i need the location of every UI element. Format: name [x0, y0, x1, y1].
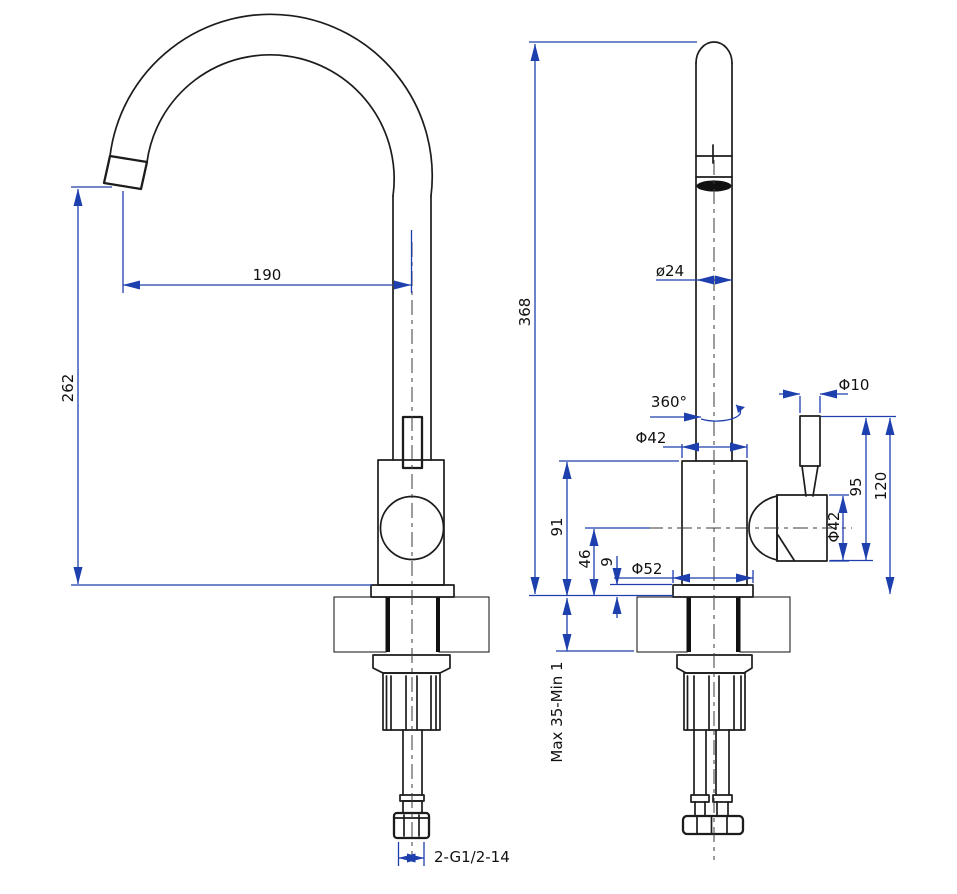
- dim-label-inlet-thread: 2-G1/2-14: [434, 848, 510, 866]
- dim-label-swivel: 360°: [651, 393, 687, 411]
- front-view: 190 262 2-G1/2-14: [59, 13, 510, 866]
- side-aerator-slot: [696, 180, 732, 192]
- dim-label-body-height: 91: [548, 517, 566, 536]
- dim-label-tube-dia: ø24: [656, 262, 684, 280]
- side-lever-grip: [799, 415, 821, 467]
- side-view: 368 ø24 360° Φ42 Φ10 95 120: [516, 41, 896, 860]
- front-spout-inner-arc: [146, 54, 396, 197]
- dim-label-flange-dia: Φ52: [632, 560, 663, 578]
- front-spout-outer-arc: [109, 13, 434, 197]
- dim-label-body-dia: Φ42: [636, 429, 667, 447]
- dim-label-95: 95: [847, 477, 865, 496]
- dim-label-handle-axis: 46: [576, 549, 594, 568]
- side-hose-nuts: [681, 814, 745, 836]
- dim-label-spout-reach: 190: [253, 266, 282, 284]
- front-faucet-body: [102, 13, 455, 860]
- dim-label-handle-dia: Φ42: [825, 512, 843, 543]
- front-countertop: [333, 596, 490, 653]
- dim-label-lever-dia: Φ10: [839, 376, 870, 394]
- side-lever-stem: [801, 465, 807, 497]
- dim-label-overall-height: 368: [516, 298, 534, 327]
- side-countertop: [636, 596, 791, 653]
- dim-label-spout-height: 262: [59, 374, 77, 403]
- front-spout-tip: [102, 154, 149, 191]
- dim-label-flange-thickness: 9: [598, 557, 616, 567]
- dim-label-120: 120: [872, 472, 890, 501]
- side-tube-dome: [695, 41, 733, 64]
- side-base-flange: [672, 584, 754, 598]
- side-dimensions: 368 ø24 360° Φ42 Φ10 95 120: [516, 41, 896, 763]
- side-faucet-body: [648, 41, 852, 860]
- front-dimensions: 190 262 2-G1/2-14: [59, 186, 510, 866]
- dim-label-deck-thickness: Max 35-Min 1: [548, 661, 566, 762]
- side-undermount: [676, 654, 753, 836]
- side-supply-hoses: [690, 729, 733, 817]
